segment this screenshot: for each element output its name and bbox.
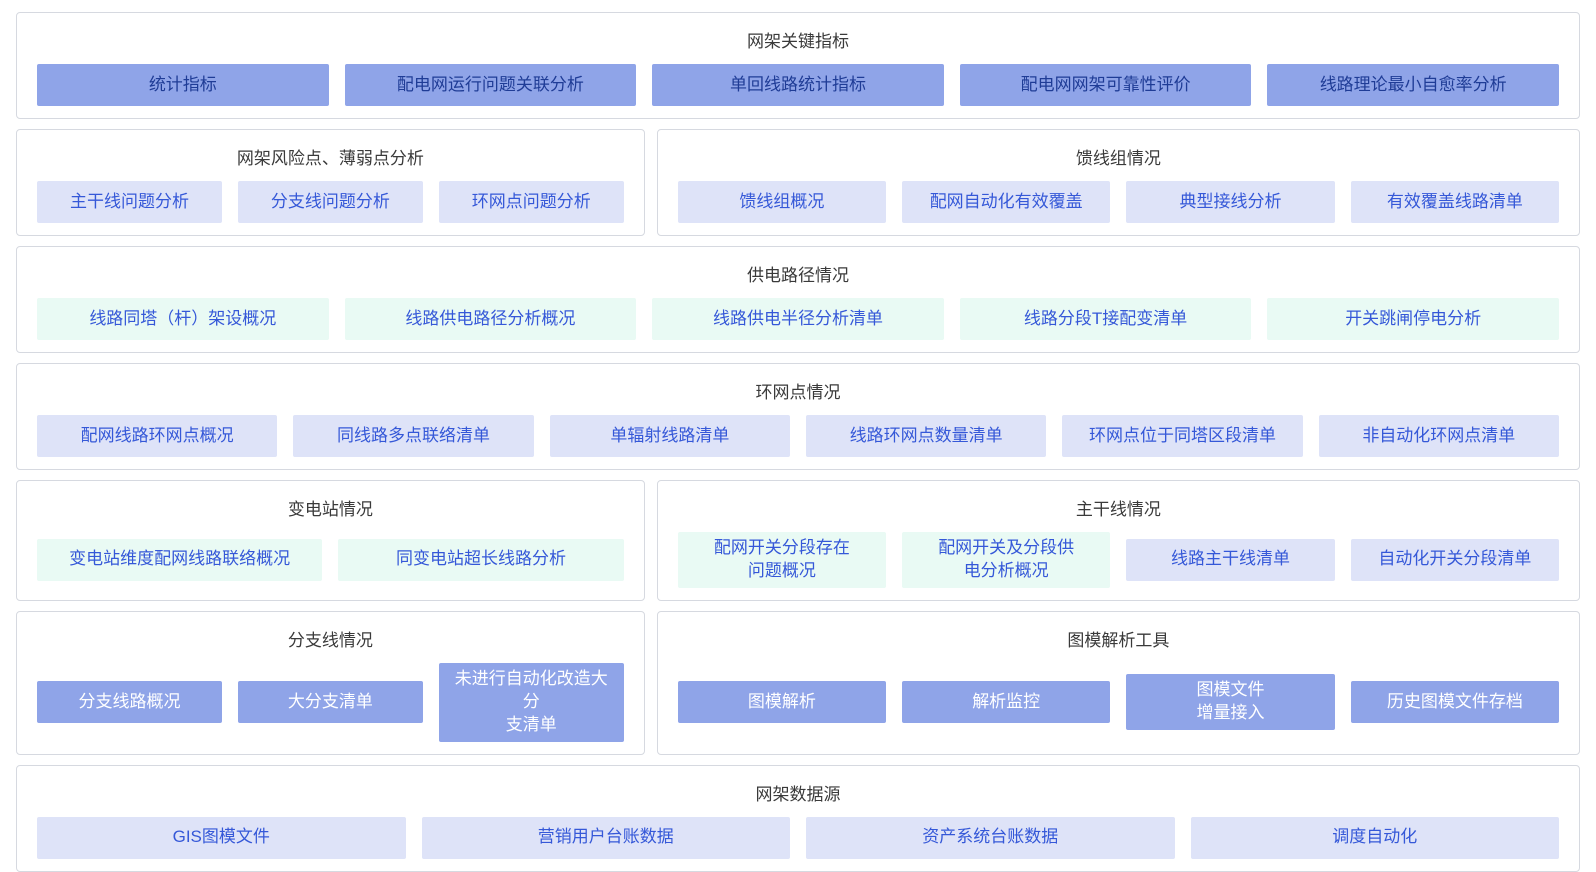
nav-button[interactable]: 同变电站超长线路分析: [338, 538, 624, 581]
panel-title: 网架数据源: [755, 784, 841, 804]
button-group: 配网开关分段存在 问题概况 配网开关及分段供 电分析概况 线路主干线清单 自动化…: [677, 532, 1560, 588]
panel-substation: 变电站情况 变电站维度配网线路联络概况 同变电站超长线路分析: [16, 480, 645, 601]
nav-button[interactable]: 分支线问题分析: [237, 181, 423, 223]
dashboard-row: 网架风险点、薄弱点分析 主干线问题分析 分支线问题分析 环网点问题分析 馈线组情…: [16, 129, 1580, 236]
panel-title: 环网点情况: [755, 383, 841, 402]
nav-button[interactable]: 解析监控: [902, 681, 1111, 724]
nav-button[interactable]: 单回线路统计指标: [652, 64, 944, 106]
panel-title: 供电路径情况: [747, 266, 849, 285]
panel-branch-line: 分支线情况 分支线路概况 大分支清单 未进行自动化改造大分 支清单: [16, 610, 645, 755]
nav-button[interactable]: 主干线问题分析: [37, 181, 222, 223]
panel-risk-weakpoint-analysis: 网架风险点、薄弱点分析 主干线问题分析 分支线问题分析 环网点问题分析: [16, 129, 645, 236]
button-group: 统计指标 配电网运行问题关联分析 单回线路统计指标 配电网网架可靠性评价 线路理…: [37, 64, 1559, 106]
panel-title: 网架风险点、薄弱点分析: [236, 149, 424, 168]
button-group: 主干线问题分析 分支线问题分析 环网点问题分析: [37, 181, 624, 223]
panel-key-indicators: 网架关键指标 统计指标 配电网运行问题关联分析 单回线路统计指标 配电网网架可靠…: [16, 12, 1580, 119]
nav-button[interactable]: 配网开关分段存在 问题概况: [677, 532, 887, 588]
button-group: 馈线组概况 配网自动化有效覆盖 典型接线分析 有效覆盖线路清单: [677, 181, 1560, 223]
nav-button[interactable]: 同线路多点联络清单: [293, 415, 534, 457]
panel-trunk-line: 主干线情况 配网开关分段存在 问题概况 配网开关及分段供 电分析概况 线路主干线…: [656, 480, 1580, 601]
nav-button[interactable]: 馈线组概况: [677, 181, 887, 223]
dashboard-row: 网架关键指标 统计指标 配电网运行问题关联分析 单回线路统计指标 配电网网架可靠…: [16, 12, 1580, 119]
nav-button[interactable]: 典型接线分析: [1126, 181, 1335, 223]
nav-button[interactable]: 非自动化环网点清单: [1318, 415, 1559, 457]
dashboard-row: 分支线情况 分支线路概况 大分支清单 未进行自动化改造大分 支清单 图模解析工具…: [16, 610, 1580, 755]
panel-title: 分支线情况: [287, 630, 373, 650]
nav-button[interactable]: 未进行自动化改造大分 支清单: [438, 662, 624, 742]
nav-button[interactable]: 配电网网架可靠性评价: [959, 64, 1252, 106]
nav-button[interactable]: 自动化开关分段清单: [1350, 538, 1560, 581]
button-group: 分支线路概况 大分支清单 未进行自动化改造大分 支清单: [37, 662, 624, 742]
nav-button[interactable]: 资产系统台账数据: [806, 816, 1175, 859]
button-group: 图模解析 解析监控 图模文件 增量接入 历史图模文件存档: [677, 663, 1560, 742]
panel-loop-points: 环网点情况 配网线路环网点概况 同线路多点联络清单 单辐射线路清单 线路环网点数…: [16, 363, 1580, 470]
nav-button[interactable]: 有效覆盖线路清单: [1350, 181, 1560, 223]
nav-button[interactable]: GIS图模文件: [37, 816, 406, 859]
nav-button[interactable]: 单辐射线路清单: [549, 415, 790, 457]
nav-button[interactable]: 营销用户台账数据: [421, 816, 790, 859]
dashboard-row: 变电站情况 变电站维度配网线路联络概况 同变电站超长线路分析 主干线情况 配网开…: [16, 480, 1580, 601]
nav-button[interactable]: 线路理论最小自愈率分析: [1267, 64, 1559, 106]
panel-model-parsing-tools: 图模解析工具 图模解析 解析监控 图模文件 增量接入 历史图模文件存档: [656, 610, 1580, 755]
nav-button[interactable]: 线路主干线清单: [1126, 538, 1335, 581]
nav-button[interactable]: 线路同塔（杆）架设概况: [37, 298, 329, 340]
nav-button[interactable]: 统计指标: [37, 64, 329, 106]
nav-button[interactable]: 线路供电路径分析概况: [344, 298, 637, 340]
button-group: GIS图模文件 营销用户台账数据 资产系统台账数据 调度自动化: [37, 816, 1559, 859]
panel-data-sources: 网架数据源 GIS图模文件 营销用户台账数据 资产系统台账数据 调度自动化: [16, 764, 1580, 872]
button-group: 变电站维度配网线路联络概况 同变电站超长线路分析: [37, 532, 624, 588]
nav-button[interactable]: 配网线路环网点概况: [37, 415, 278, 457]
nav-button[interactable]: 线路供电半径分析清单: [652, 298, 944, 340]
nav-button[interactable]: 调度自动化: [1190, 816, 1559, 859]
panel-title: 图模解析工具: [1067, 630, 1170, 650]
panel-title: 变电站情况: [287, 500, 373, 519]
panel-feeder-group: 馈线组情况 馈线组概况 配网自动化有效覆盖 典型接线分析 有效覆盖线路清单: [656, 129, 1580, 236]
dashboard-row: 环网点情况 配网线路环网点概况 同线路多点联络清单 单辐射线路清单 线路环网点数…: [16, 363, 1580, 470]
nav-button[interactable]: 分支线路概况: [37, 681, 222, 724]
panel-title: 主干线情况: [1075, 500, 1161, 519]
nav-button[interactable]: 线路分段T接配变清单: [959, 298, 1252, 340]
nav-button[interactable]: 配网开关及分段供 电分析概况: [902, 532, 1111, 588]
nav-button[interactable]: 开关跳闸停电分析: [1267, 298, 1559, 340]
panel-power-supply-path: 供电路径情况 线路同塔（杆）架设概况 线路供电路径分析概况 线路供电半径分析清单…: [16, 246, 1580, 353]
dashboard-row: 网架数据源 GIS图模文件 营销用户台账数据 资产系统台账数据 调度自动化: [16, 764, 1580, 872]
nav-button[interactable]: 环网点位于同塔区段清单: [1062, 415, 1303, 457]
panel-title: 馈线组情况: [1075, 149, 1161, 168]
nav-button[interactable]: 环网点问题分析: [438, 181, 624, 223]
dashboard-row: 供电路径情况 线路同塔（杆）架设概况 线路供电路径分析概况 线路供电半径分析清单…: [16, 246, 1580, 353]
nav-button[interactable]: 配电网运行问题关联分析: [344, 64, 637, 106]
nav-button[interactable]: 配网自动化有效覆盖: [902, 181, 1111, 223]
nav-button[interactable]: 历史图模文件存档: [1350, 681, 1560, 724]
button-group: 线路同塔（杆）架设概况 线路供电路径分析概况 线路供电半径分析清单 线路分段T接…: [37, 298, 1559, 340]
panel-title: 网架关键指标: [747, 32, 849, 51]
grid-indicator-dashboard: 网架关键指标 统计指标 配电网运行问题关联分析 单回线路统计指标 配电网网架可靠…: [16, 12, 1580, 872]
nav-button[interactable]: 线路环网点数量清单: [806, 415, 1047, 457]
nav-button[interactable]: 大分支清单: [237, 681, 423, 724]
nav-button[interactable]: 图模解析: [677, 681, 887, 724]
nav-button[interactable]: 图模文件 增量接入: [1126, 674, 1335, 731]
button-group: 配网线路环网点概况 同线路多点联络清单 单辐射线路清单 线路环网点数量清单 环网…: [37, 415, 1559, 457]
nav-button[interactable]: 变电站维度配网线路联络概况: [37, 538, 323, 581]
